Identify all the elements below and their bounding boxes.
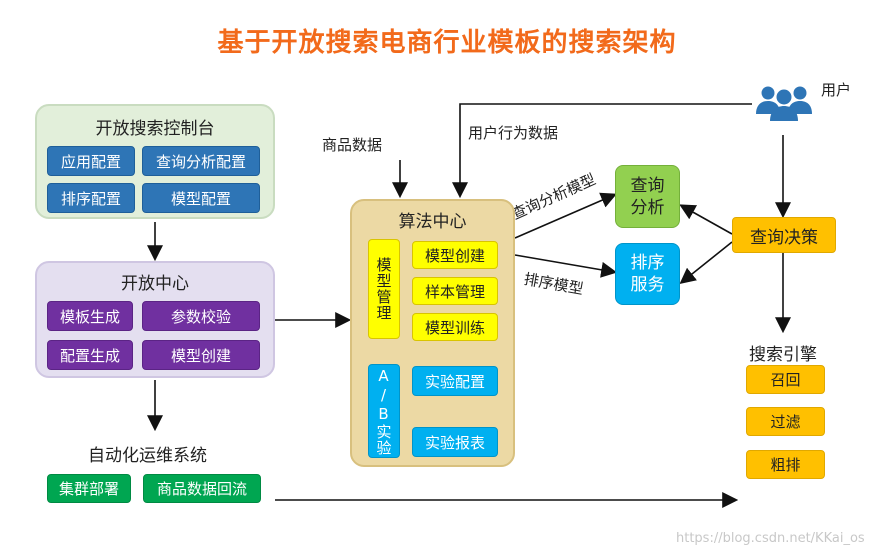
product-data-label: 商品数据 [322, 136, 383, 154]
query-decision-box[interactable]: 查询决策 [732, 217, 836, 253]
config-gen-button[interactable]: 配置生成 [47, 340, 133, 370]
query-analysis-label: 查询分析 [630, 175, 665, 218]
open-center-label: 开放中心 [121, 274, 189, 294]
rank-service-label: 排序服务 [630, 253, 665, 295]
coarse-rank-button[interactable]: 粗排 [746, 450, 825, 479]
algo-center-label: 算法中心 [398, 212, 467, 232]
console-panel: 开放搜索控制台 应用配置 查询分析配置 排序配置 模型配置 [35, 104, 275, 219]
experiment-report-button[interactable]: 实验报表 [412, 427, 498, 457]
recall-button[interactable]: 召回 [746, 365, 825, 394]
open-center-panel: 开放中心 模板生成 参数校验 配置生成 模型创建 [35, 261, 275, 378]
product-data-backflow-button[interactable]: 商品数据回流 [143, 474, 261, 503]
cluster-deploy-button[interactable]: 集群部署 [47, 474, 131, 503]
model-config-button[interactable]: 模型配置 [142, 183, 260, 213]
algo-center-panel: 算法中心 模型管理 模型创建 样本管理 模型训练 A/B实验 实验配置 实验报表 [350, 199, 515, 467]
algo-model-create-button[interactable]: 模型创建 [412, 241, 498, 269]
template-gen-button[interactable]: 模板生成 [47, 301, 133, 331]
users-icon [756, 86, 812, 121]
rank-service-box[interactable]: 排序服务 [615, 243, 680, 305]
query-analysis-box[interactable]: 查询分析 [615, 165, 680, 228]
ops-label: 自动化运维系统 [88, 446, 207, 466]
model-mgmt-group: 模型管理 [368, 239, 400, 339]
model-create-button[interactable]: 模型创建 [142, 340, 260, 370]
user-label: 用户 [821, 81, 852, 99]
search-engine-label: 搜索引擎 [749, 345, 817, 365]
query-analysis-config-button[interactable]: 查询分析配置 [142, 146, 260, 176]
user-behavior-label: 用户行为数据 [468, 124, 559, 142]
arrow-rank-model [514, 254, 618, 278]
sample-mgmt-button[interactable]: 样本管理 [412, 277, 498, 305]
arrow-decision-to-query [679, 204, 733, 235]
app-config-button[interactable]: 应用配置 [47, 146, 135, 176]
arrow-user-behavior [452, 103, 752, 199]
console-label: 开放搜索控制台 [95, 119, 215, 139]
arrow-decision-to-rank [679, 241, 733, 284]
param-check-button[interactable]: 参数校验 [142, 301, 260, 331]
sort-config-button[interactable]: 排序配置 [47, 183, 135, 213]
experiment-config-button[interactable]: 实验配置 [412, 366, 498, 396]
arrow-query-model [514, 192, 617, 239]
page-title: 基于开放搜索电商行业模板的搜索架构 [217, 28, 677, 58]
filter-button[interactable]: 过滤 [746, 407, 825, 436]
watermark: https://blog.csdn.net/KKai_os [676, 531, 865, 546]
model-train-button[interactable]: 模型训练 [412, 313, 498, 341]
ab-test-group: A/B实验 [368, 364, 400, 458]
